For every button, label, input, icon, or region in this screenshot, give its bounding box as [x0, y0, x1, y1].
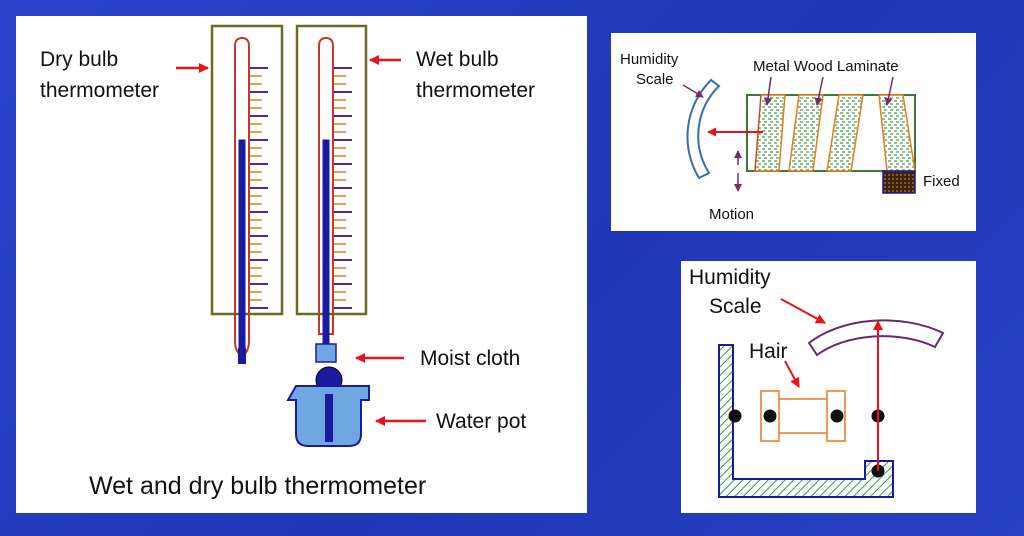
pivot-hair-left: [763, 409, 777, 423]
dry-bulb-scale: [250, 67, 268, 309]
thermometer-diagram: Dry bulb thermometer Wet bulb thermomete…: [40, 24, 535, 500]
humidity-scale-label-line1: Humidity: [689, 266, 771, 289]
hair-label: Hair: [749, 340, 788, 363]
metal-wood-laminate-coil: [754, 94, 916, 172]
scale-label-arrow: [682, 84, 704, 98]
wet-bulb-thermometer: [286, 24, 370, 447]
motion-label: Motion: [709, 206, 754, 223]
humidity-scale-label-line1: Humidity: [620, 51, 679, 68]
hair-hygrometer-diagram: Humidity Scale Hair: [689, 266, 945, 498]
laminate-hygrometer-diagram: Humidity Scale Metal Wood Laminate Fixed…: [620, 51, 960, 223]
wet-bulb-label-line1: Wet bulb: [416, 48, 499, 71]
humidity-scale-arc: [807, 319, 945, 357]
wick: [325, 394, 333, 442]
diagram-caption: Wet and dry bulb thermometer: [89, 472, 426, 500]
thermometer-diagram-panel: Dry bulb thermometer Wet bulb thermomete…: [16, 16, 587, 513]
dry-bulb-tube: [234, 36, 250, 358]
laminate-hygrometer-panel: Humidity Scale Metal Wood Laminate Fixed…: [611, 33, 976, 231]
moist-cloth-label: Moist cloth: [420, 347, 520, 370]
wet-bulb-scale: [334, 67, 352, 309]
laminate-arrow-metal: [764, 76, 772, 106]
scale-label-arrow: [780, 298, 826, 324]
hair-label-arrow: [784, 360, 800, 388]
metal-wood-laminate-label: Metal Wood Laminate: [753, 58, 899, 75]
laminate-arrow-wood: [814, 76, 824, 106]
fixed-mount: [882, 170, 916, 194]
humidity-scale-label-line2: Scale: [636, 71, 674, 88]
laminate-arrow-laminate: [884, 76, 894, 106]
wet-bulb-frame: [295, 24, 368, 316]
dry-bulb-mercury: [238, 139, 246, 349]
hair-hygrometer-panel: Humidity Scale Hair: [681, 261, 976, 513]
dry-bulb-bulb: [238, 348, 246, 364]
dry-bulb-label-line1: Dry bulb: [40, 48, 118, 71]
pivot-left: [728, 409, 742, 423]
humidity-scale-label-line2: Scale: [709, 295, 762, 318]
water-pot-label: Water pot: [436, 410, 526, 433]
humidity-scale-arc: [686, 78, 721, 180]
moist-cloth: [315, 343, 337, 363]
dry-bulb-label-line2: thermometer: [40, 79, 159, 102]
wet-bulb-tube: [318, 36, 334, 335]
wet-bulb-label-line2: thermometer: [416, 79, 535, 102]
wet-bulb-mercury: [322, 139, 330, 347]
dry-bulb-frame: [210, 24, 284, 316]
hygrometer-frame: [718, 344, 894, 498]
fixed-label: Fixed: [923, 173, 960, 190]
dry-bulb-thermometer: [210, 24, 284, 364]
pivot-hair-right: [830, 409, 844, 423]
